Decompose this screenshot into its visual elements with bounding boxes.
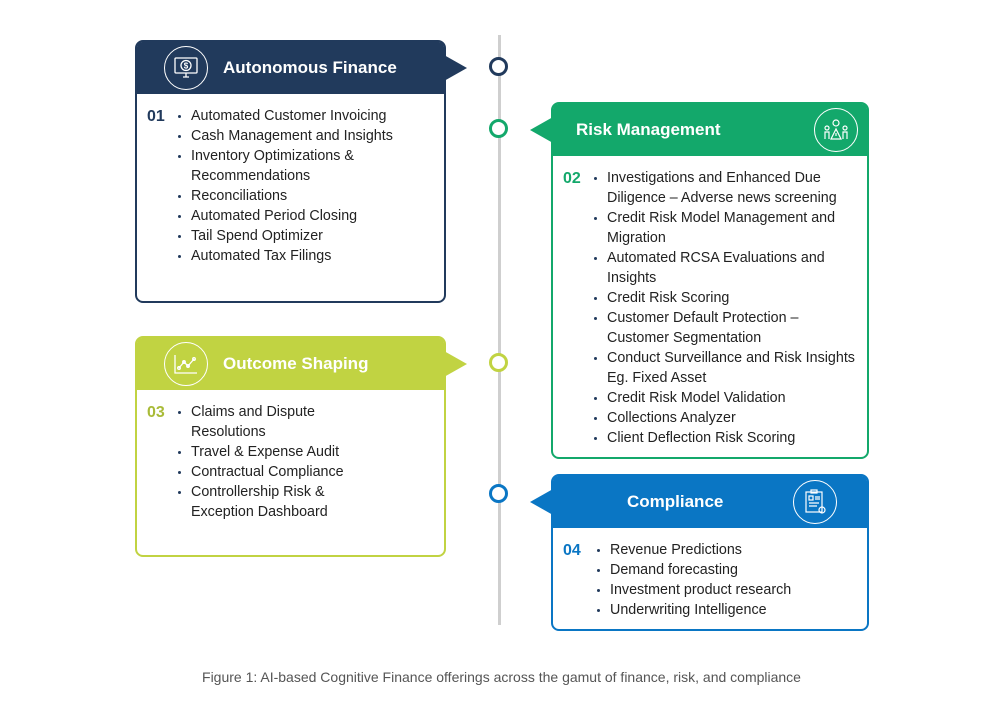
timeline-dot-risk	[489, 119, 508, 138]
list-item: Conduct Surveillance and Risk Insights E…	[594, 348, 869, 388]
list-item: Tail Spend Optimizer	[178, 226, 444, 246]
list-item: Credit Risk Model Management and Migrati…	[594, 208, 847, 248]
list-item: Automated Tax Filings	[178, 246, 444, 266]
list-item: Investment product research	[597, 580, 867, 600]
section-number: 02	[563, 170, 581, 187]
card-risk-management: Risk Management 02 Investigations and En…	[530, 102, 869, 459]
list-item: Credit Risk Model Validation	[594, 388, 863, 408]
list-item: Automated RCSA Evaluations and Insights	[594, 248, 832, 288]
card-title: Compliance	[627, 492, 724, 511]
card-title: Autonomous Finance	[223, 58, 397, 77]
timeline-dot-outcome	[489, 353, 508, 372]
section-number: 04	[563, 542, 581, 559]
timeline-line	[498, 35, 501, 625]
section-number: 01	[147, 108, 165, 125]
list-item: Cash Management and Insights	[178, 126, 444, 146]
card-compliance: Compliance 04 Revenue Predictions Demand…	[530, 474, 869, 631]
list-item: Credit Risk Scoring	[594, 288, 863, 308]
list-item: Investigations and Enhanced Due Diligenc…	[594, 168, 847, 208]
risk-network-icon	[814, 108, 858, 152]
clipboard-document-icon	[793, 480, 837, 524]
timeline-dot-finance	[489, 57, 508, 76]
card-title: Risk Management	[576, 120, 721, 139]
list-item: Automated Customer Invoicing	[178, 106, 444, 126]
list-item: Automated Period Closing	[178, 206, 444, 226]
list-item: Collections Analyzer	[594, 408, 863, 428]
card-autonomous-finance: $ Autonomous Finance 01 Automated Custom…	[135, 40, 467, 303]
card-outcome-shaping: Outcome Shaping 03 Claims and Dispute Re…	[135, 336, 467, 557]
line-chart-icon	[164, 342, 208, 386]
svg-text:$: $	[184, 62, 189, 71]
monitor-dollar-icon: $	[164, 46, 208, 90]
list-item: Reconciliations	[178, 186, 444, 206]
list-item: Demand forecasting	[597, 560, 867, 580]
list-item: Client Deflection Risk Scoring	[594, 428, 863, 448]
list-item: Controllership Risk & Exception Dashboar…	[178, 482, 351, 522]
timeline-dot-compliance	[489, 484, 508, 503]
figure-caption: Figure 1: AI-based Cognitive Finance off…	[202, 669, 801, 685]
section-number: 03	[147, 404, 165, 421]
list-item: Customer Default Protection – Customer S…	[594, 308, 817, 348]
list-item: Revenue Predictions	[597, 540, 867, 560]
list-item: Contractual Compliance	[178, 462, 444, 482]
list-item: Claims and Dispute Resolutions	[178, 402, 341, 442]
list-item: Inventory Optimizations & Recommendation…	[178, 146, 381, 186]
card-title: Outcome Shaping	[223, 354, 369, 373]
list-item: Travel & Expense Audit	[178, 442, 444, 462]
list-item: Underwriting Intelligence	[597, 600, 867, 620]
